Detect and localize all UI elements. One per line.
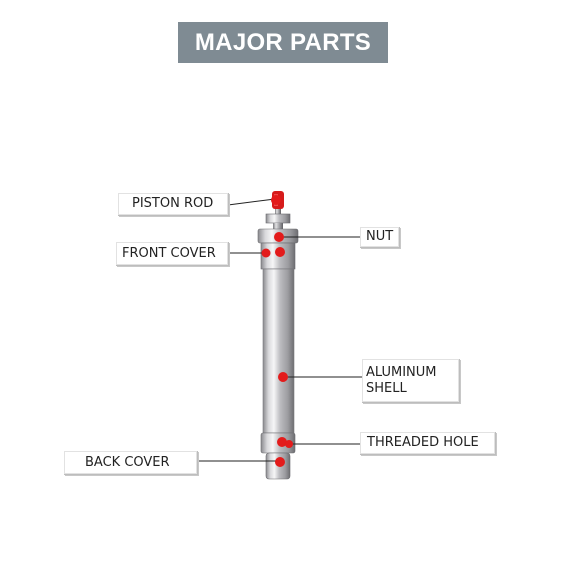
- markers: [261, 195, 293, 467]
- label-threaded-hole: THREADED HOLE: [360, 432, 496, 455]
- marker-threaded-hole-2: [285, 440, 293, 448]
- marker-nut: [274, 232, 284, 242]
- aluminum-shell: [262, 268, 295, 434]
- label-aluminum-shell-line1: ALUMINUM: [366, 364, 437, 380]
- label-piston-rod: PISTON ROD: [118, 193, 229, 216]
- label-aluminum-shell: ALUMINUM SHELL: [362, 359, 460, 403]
- nut: [265, 213, 291, 229]
- marker-piston-rod: [271, 195, 281, 205]
- label-nut: NUT: [360, 227, 400, 248]
- marker-front-cover-2: [275, 247, 285, 257]
- leader-piston-rod: [227, 198, 276, 206]
- marker-aluminum-shell: [278, 372, 288, 382]
- leader-lines: [197, 198, 362, 462]
- page-title: MAJOR PARTS: [178, 22, 388, 63]
- label-back-cover: BACK COVER: [64, 451, 198, 475]
- label-front-cover: FRONT COVER: [116, 242, 229, 266]
- marker-back-cover: [275, 457, 285, 467]
- label-aluminum-shell-line2: SHELL: [366, 380, 407, 396]
- marker-front-cover: [261, 248, 271, 258]
- marker-threaded-hole: [277, 437, 287, 447]
